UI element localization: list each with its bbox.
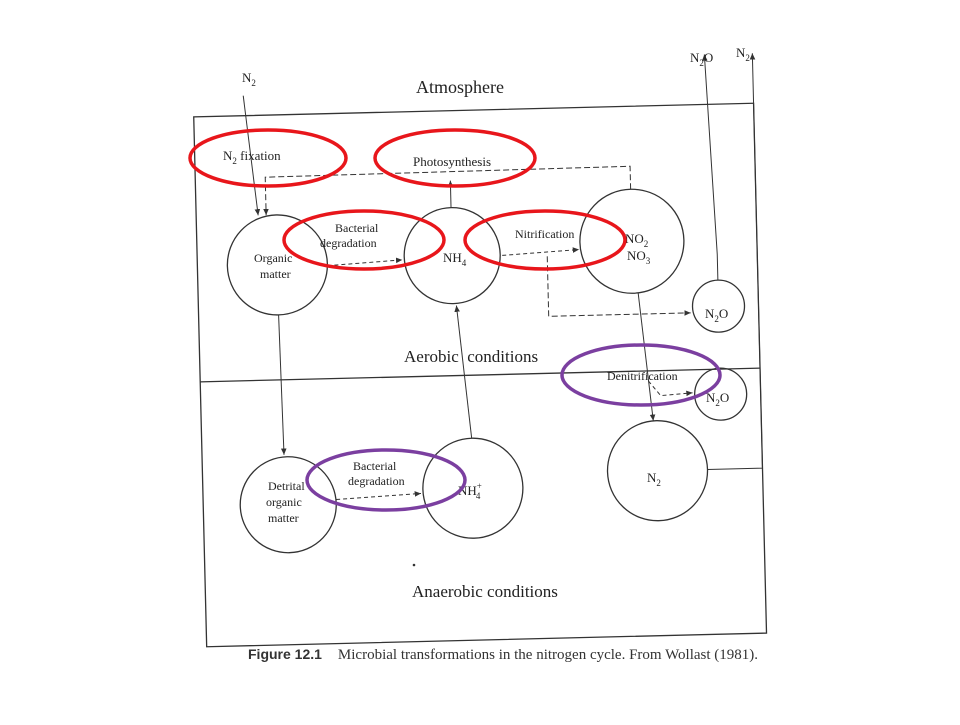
organic-to-detrital-arrow xyxy=(278,314,287,455)
figure-number: Figure 12.1 xyxy=(248,646,322,662)
highlight-bacterial-degradation-bottom xyxy=(305,448,467,512)
detrital-to-nh4-arrow xyxy=(336,491,422,501)
n2-to-atmosphere-line xyxy=(707,53,763,470)
aerobic-conditions-label: Aerobic conditions xyxy=(404,347,538,366)
nitrification-to-n2o-line xyxy=(546,256,691,317)
nh4-top-label: NH4 xyxy=(443,250,467,268)
detrital-line2: organic xyxy=(266,495,302,509)
n2o-aerobic-label: N2O xyxy=(705,306,728,324)
bacterial-degradation-bottom-line2: degradation xyxy=(348,474,405,488)
aerobic-anaerobic-divider xyxy=(200,367,761,383)
photosynthesis-uptake-line xyxy=(263,165,632,216)
nh4-to-no3-arrow xyxy=(502,247,580,256)
highlight-bacterial-degradation-top xyxy=(282,209,446,271)
figure-caption: Figure 12.1 Microbial transformations in … xyxy=(248,646,758,664)
organic-matter-line1: Organic xyxy=(254,251,292,265)
out-n2-label: N2 xyxy=(736,45,750,63)
bacterial-degradation-bottom-line1: Bacterial xyxy=(353,459,397,473)
highlight-photosynthesis xyxy=(373,128,537,188)
out-n2o-label: N2O xyxy=(690,50,713,68)
n2-bottom-circle xyxy=(606,420,709,522)
top-n2-label: N2 xyxy=(242,70,256,88)
detrital-line3: matter xyxy=(268,511,299,525)
atmosphere-label: Atmosphere xyxy=(416,77,504,97)
bacterial-degradation-top-line2: degradation xyxy=(320,236,377,250)
n2-fixation-label: N2 fixation xyxy=(223,148,281,166)
organic-matter-line2: matter xyxy=(260,267,291,281)
highlight-n2-fixation xyxy=(188,128,348,188)
n2-to-organic-arrow xyxy=(242,95,261,216)
n2o-anaerobic-label: N2O xyxy=(706,390,729,408)
detrital-line1: Detrital xyxy=(268,479,305,493)
denitrification-label: Denitrification xyxy=(607,369,678,383)
no3-to-n2-arrow xyxy=(637,293,656,421)
organic-to-nh4-arrow xyxy=(327,257,403,267)
no3-label: NO3 xyxy=(627,248,651,266)
highlight-nitrification xyxy=(463,209,627,271)
scan-speck xyxy=(412,563,416,567)
caption-text: Microbial transformations in the nitroge… xyxy=(337,647,759,663)
n2-bottom-label: N2 xyxy=(647,470,661,488)
photosynthesis-label: Photosynthesis xyxy=(413,154,491,169)
nitrification-label: Nitrification xyxy=(515,227,574,241)
scanned-figure-group xyxy=(193,53,768,648)
no2-label: NO2 xyxy=(625,231,648,249)
n2o-to-atmosphere-line xyxy=(701,54,719,281)
nh4-upward-arrow xyxy=(454,305,473,439)
highlight-denitrification xyxy=(560,343,722,407)
anaerobic-conditions-label: Anaerobic conditions xyxy=(412,582,558,601)
bacterial-degradation-top-line1: Bacterial xyxy=(335,221,379,235)
